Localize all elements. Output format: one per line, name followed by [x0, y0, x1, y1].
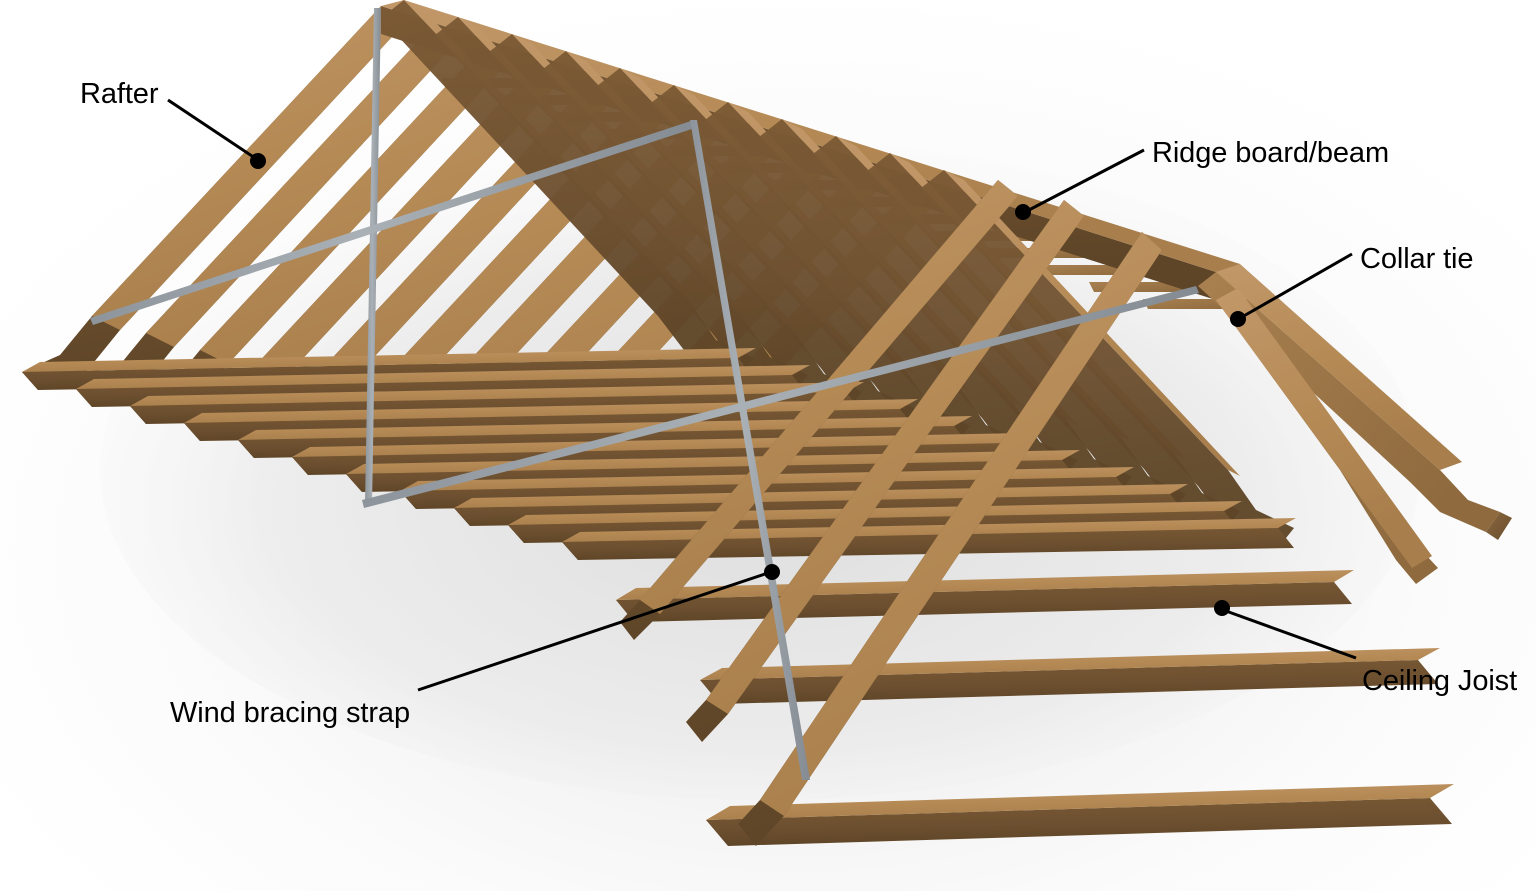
foreground-rafter — [738, 232, 1162, 846]
leader-line-ceiling-joist — [1225, 609, 1357, 660]
wind-bracing-strap — [362, 286, 1199, 508]
wind-bracing-strap-group — [90, 8, 1199, 780]
wind-bracing-strap — [365, 8, 381, 505]
leader-lines — [167, 98, 1357, 692]
ceiling-joist — [700, 648, 1440, 704]
leader-dot-wind-brace — [764, 564, 780, 580]
foreground-rafter — [620, 180, 1018, 640]
ceiling-joist — [706, 784, 1454, 846]
truss-bay — [130, 40, 512, 424]
leader-line-ridge — [1026, 148, 1145, 213]
ceiling-joist — [562, 518, 1296, 560]
leader-line-wind-brace — [417, 571, 769, 692]
leader-dot-ridge — [1015, 204, 1031, 220]
leader-dot-collar — [1230, 311, 1246, 327]
foreground-rafter-gable — [1216, 288, 1438, 584]
truss-bay-gable-end — [1198, 264, 1512, 540]
wind-bracing-strap — [90, 120, 698, 325]
leader-dots — [250, 153, 1246, 616]
truss-bay — [76, 23, 458, 407]
leader-line-collar — [1241, 252, 1353, 319]
label-collar-tie: Collar tie — [1360, 243, 1474, 275]
label-wind-bracing-strap: Wind bracing strap — [170, 697, 410, 729]
wind-bracing-strap — [690, 120, 810, 780]
label-rafter: Rafter — [80, 78, 159, 110]
foreground-rafter — [686, 200, 1084, 742]
label-ridge-board-beam: Ridge board/beam — [1152, 137, 1389, 169]
leader-dot-ceiling-joist — [1214, 600, 1230, 616]
foreground-rafter-group — [620, 180, 1438, 846]
leader-dot-rafter — [250, 153, 266, 169]
truss-bay — [22, 6, 404, 390]
leader-line-rafter — [167, 98, 256, 160]
label-ceiling-joist: Ceiling Joist — [1362, 665, 1518, 697]
